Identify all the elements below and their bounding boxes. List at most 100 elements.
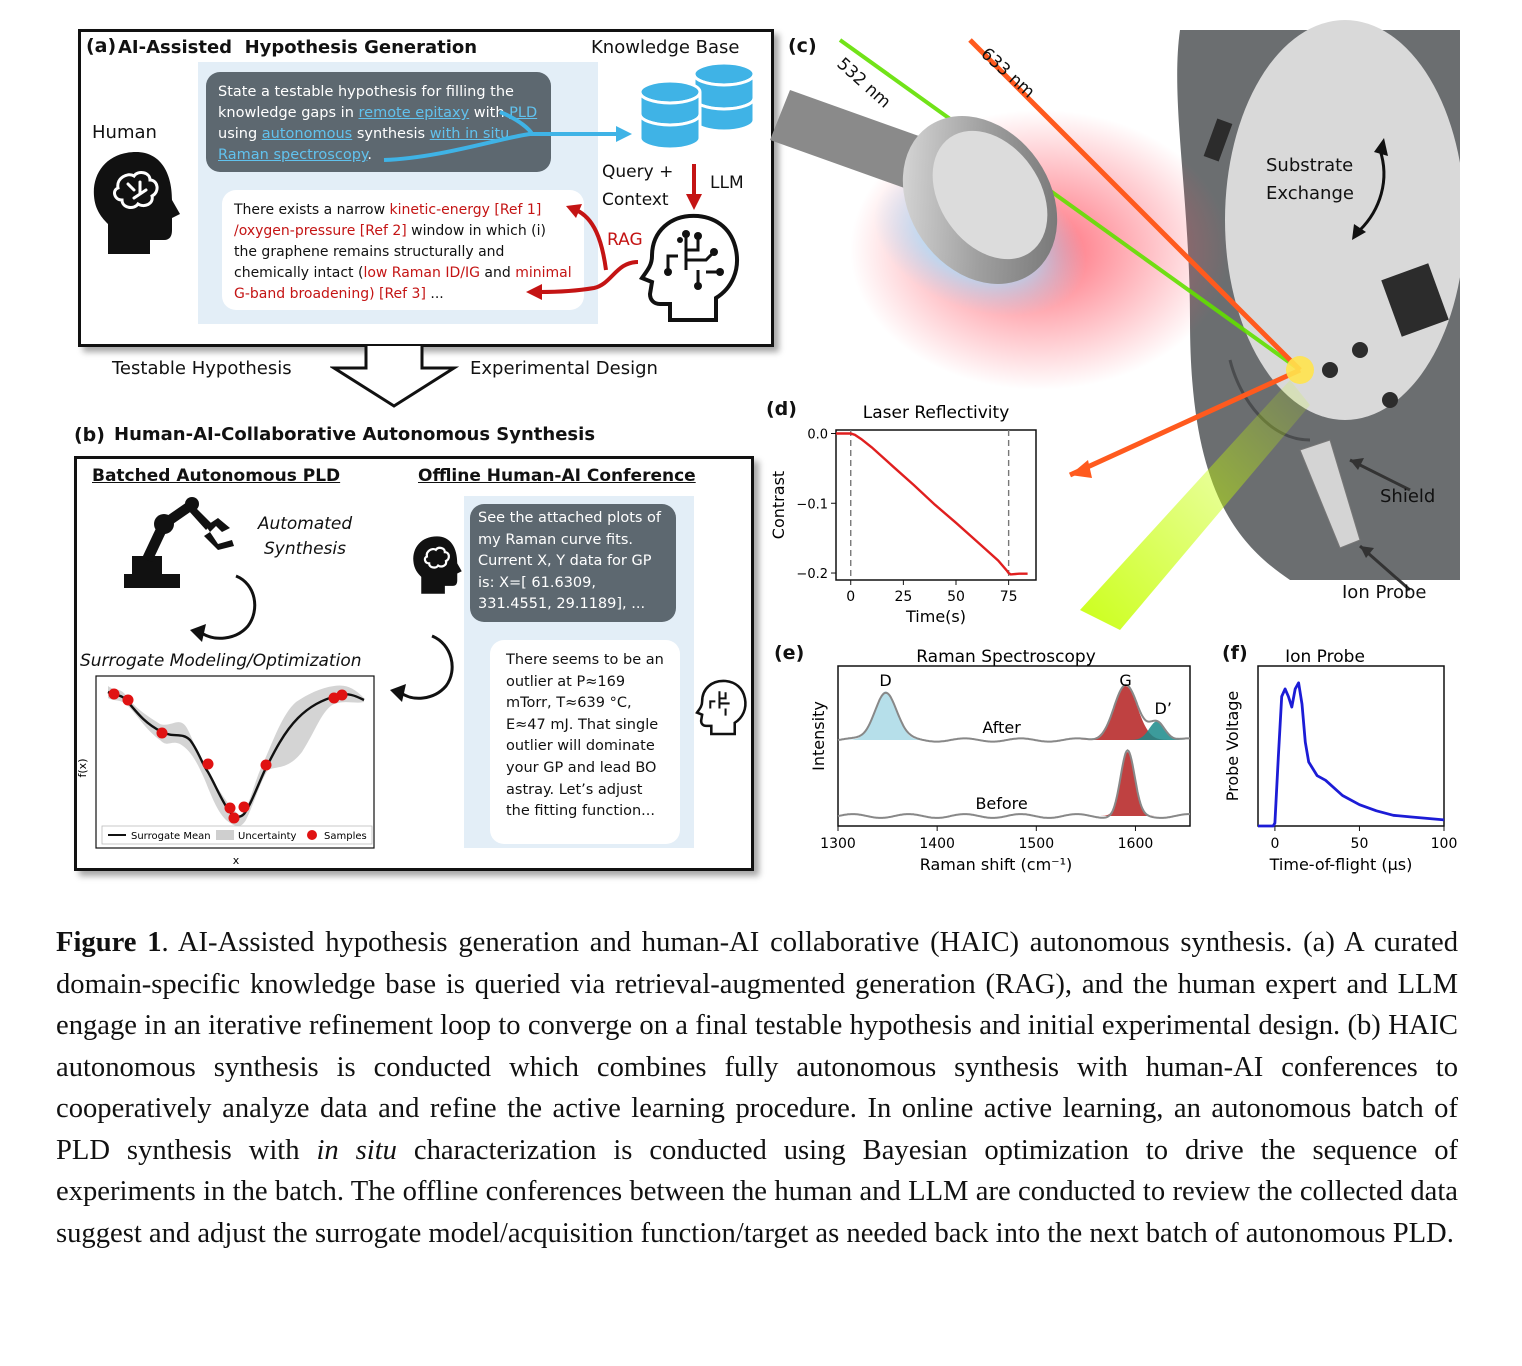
ion-probe-label: Ion Probe bbox=[1342, 582, 1427, 603]
x-tick-label: 1400 bbox=[919, 836, 955, 852]
ai-message-bubble: There seems to be an outlier at P≈169 mT… bbox=[490, 640, 680, 844]
after-peak-G bbox=[838, 686, 1190, 740]
x-tick-label: 0 bbox=[1270, 836, 1279, 852]
prompt-link-autonomous: autonomous bbox=[261, 126, 353, 142]
prompt-link-remote-epitaxy: remote epitaxy bbox=[358, 105, 470, 121]
chart-title: Raman Spectroscopy bbox=[916, 647, 1096, 667]
panel-f-label: (f) bbox=[1222, 642, 1248, 664]
offline-conference-heading: Offline Human-AI Conference bbox=[418, 466, 696, 486]
response-ref-broadening: minimal G-band broadening) [Ref 3] bbox=[234, 265, 572, 302]
robot-arm-icon bbox=[124, 497, 234, 588]
plot-frame bbox=[835, 429, 1037, 581]
y-tick-label: −0.2 bbox=[796, 567, 828, 582]
x-axis-label: Raman shift (cm⁻¹) bbox=[920, 855, 1073, 874]
caption-text-2: characterization is conducted using Baye… bbox=[56, 1134, 1459, 1249]
y-tick-label: 0.0 bbox=[807, 427, 828, 442]
peak-label-d: D bbox=[879, 671, 891, 690]
chart-title: Ion Probe bbox=[1285, 647, 1365, 667]
human-message-bubble: See the attached plots of my Raman curve… bbox=[470, 504, 676, 622]
rag-arrow bbox=[526, 204, 639, 300]
legend-uncertainty: Uncertainty bbox=[238, 831, 297, 842]
x-tick-label: 50 bbox=[947, 589, 965, 605]
chart-title: Laser Reflectivity bbox=[863, 403, 1010, 423]
ai-head-icon bbox=[638, 213, 739, 322]
response-text: There exists a narrow bbox=[234, 202, 390, 218]
human-head-icon bbox=[93, 152, 180, 254]
prompt-text: State a testable hypothesis for filling … bbox=[218, 84, 514, 121]
cycle-arrow-icon bbox=[190, 574, 257, 642]
response-text: window in which (i) the graphene remains… bbox=[234, 223, 546, 281]
prompt-link-pld: PLD bbox=[509, 105, 538, 121]
ai-avatar-icon bbox=[695, 679, 747, 736]
reflectivity-line bbox=[836, 432, 1028, 576]
human-avatar-icon bbox=[413, 536, 462, 594]
automated-synthesis-label: Automated Synthesis bbox=[257, 514, 353, 559]
after-peak-D bbox=[838, 691, 1190, 740]
panel-e-label: (e) bbox=[774, 642, 805, 664]
rag-label: RAG bbox=[607, 230, 643, 250]
pld-chamber-illustration bbox=[770, 20, 1460, 630]
prompt-text: . bbox=[367, 147, 373, 163]
database-icon bbox=[638, 61, 756, 151]
before-spectrum bbox=[837, 749, 1190, 819]
plot-frame bbox=[837, 665, 1191, 827]
peak-label-dprime: D’ bbox=[1155, 699, 1172, 718]
after-peak-D’ bbox=[838, 721, 1190, 740]
x-tick-label: 1600 bbox=[1118, 836, 1154, 852]
y-tick-label: −0.1 bbox=[796, 497, 828, 512]
prompt-text: synthesis bbox=[352, 126, 430, 142]
query-context-text: Query + Context bbox=[602, 162, 674, 210]
legend-samples: Samples bbox=[324, 831, 367, 842]
x-tick-label: 25 bbox=[894, 589, 912, 605]
batched-pld-heading: Batched Autonomous PLD bbox=[92, 466, 341, 486]
gp-samples bbox=[108, 688, 348, 824]
panel-b-title: Human-AI-Collaborative Autonomous Synthe… bbox=[114, 424, 596, 445]
x-tick-label: 0 bbox=[846, 589, 855, 605]
chart-laser-reflectivity: Laser Reflectivity 0 25 50 75 0.0 −0.1 −0.2Time… bbox=[769, 403, 1037, 626]
response-ref-idig: low Raman ID/IG bbox=[363, 265, 480, 281]
prompt-text: with bbox=[469, 105, 510, 121]
knowledge-base-label: Knowledge Base bbox=[591, 37, 740, 58]
gp-uncertainty-band bbox=[108, 685, 364, 827]
experimental-design-label: Experimental Design bbox=[470, 358, 658, 379]
after-spectrum bbox=[837, 683, 1190, 743]
panel-b-label: (b) bbox=[74, 424, 105, 446]
gp-plot: Surrogate Mean Uncertainty Samples f(x) … bbox=[76, 675, 375, 867]
caption-text-1: . AI-Assisted hypothesis generation and … bbox=[56, 927, 1459, 1166]
caption-figure-label: Figure 1 bbox=[56, 927, 162, 958]
y-axis-label: Probe Voltage bbox=[1223, 691, 1242, 801]
legend-mean: Surrogate Mean bbox=[131, 831, 211, 842]
x-tick-label: 75 bbox=[1000, 589, 1018, 605]
query-down-arrow bbox=[686, 164, 702, 210]
x-tick-label: 1300 bbox=[820, 836, 856, 852]
panel-a-label: (a) bbox=[86, 35, 117, 57]
response-text: and bbox=[479, 265, 516, 281]
x-tick-label: 1500 bbox=[1018, 836, 1054, 852]
hypothesis-response-bubble: There exists a narrow kinetic-energy [Re… bbox=[222, 190, 584, 310]
llm-label: LLM bbox=[710, 173, 744, 193]
shield-label: Shield bbox=[1380, 486, 1436, 507]
surrogate-label: Surrogate Modeling/Optimization bbox=[80, 651, 362, 671]
conference-cycle-arrow-icon bbox=[390, 634, 454, 702]
plot-frame bbox=[1257, 665, 1445, 827]
prompt-link-raman: with in situ Raman spectroscopy bbox=[218, 126, 510, 163]
x-axis-label: Time(s) bbox=[905, 607, 966, 626]
figure-caption: Figure 1. AI-Assisted hypothesis generat… bbox=[56, 922, 1458, 1254]
hypothesis-prompt-bubble: State a testable hypothesis for filling … bbox=[206, 72, 551, 172]
gp-legend: Surrogate Mean Uncertainty Samples bbox=[101, 825, 373, 845]
query-context-label: Query + Context bbox=[602, 158, 694, 214]
y-axis-label: Contrast bbox=[769, 471, 788, 539]
substrate-exchange-text: Substrate Exchange bbox=[1266, 155, 1354, 204]
query-arrow bbox=[383, 110, 632, 162]
x-tick-label: 50 bbox=[1351, 836, 1369, 852]
gp-ylabel: f(x) bbox=[76, 759, 89, 778]
panel-c-label: (c) bbox=[788, 35, 817, 57]
response-text: ... bbox=[425, 286, 444, 302]
response-ref-kinetic: kinetic-energy [Ref 1] /oxygen-pressure … bbox=[234, 202, 542, 239]
gp-xlabel: x bbox=[233, 854, 240, 867]
ion-probe-line bbox=[1258, 681, 1445, 828]
y-axis-label: Intensity bbox=[809, 701, 828, 771]
peak-label-g: G bbox=[1119, 671, 1131, 690]
